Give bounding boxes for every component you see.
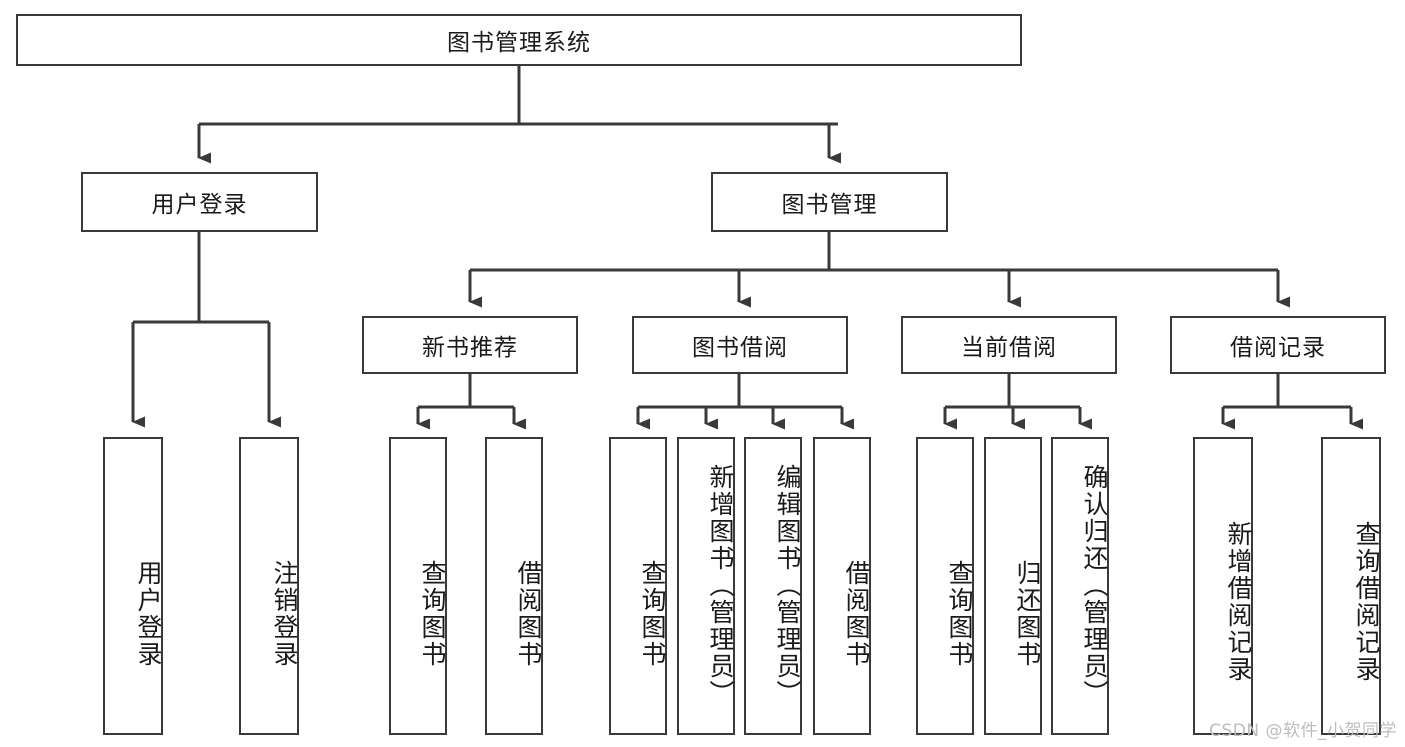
leaf-user-login-login[interactable]: 用户登录	[103, 437, 163, 735]
csdn-watermark: CSDN @软件_小贺同学	[1209, 721, 1397, 741]
node-label: 新增图书（管理员）	[706, 463, 735, 707]
leaf-record-add-record[interactable]: 新增借阅记录	[1193, 437, 1253, 735]
leaf-user-login-logout[interactable]: 注销登录	[239, 437, 299, 735]
node-label: 借阅图书	[842, 560, 871, 668]
node-label: 注销登录	[270, 560, 299, 668]
node-label: 借阅图书	[514, 560, 543, 668]
node-label: 编辑图书（管理员）	[773, 463, 802, 707]
node-book-borrow[interactable]: 图书借阅	[632, 316, 848, 374]
node-label: 图书管理	[781, 192, 878, 218]
node-label: 新增借阅记录	[1224, 521, 1253, 683]
node-label: 查询借阅记录	[1352, 521, 1381, 683]
node-label: 查询图书	[945, 560, 974, 668]
node-label: 归还图书	[1013, 560, 1042, 668]
node-user-login[interactable]: 用户登录	[81, 172, 318, 232]
leaf-record-query-record[interactable]: 查询借阅记录	[1321, 437, 1381, 735]
leaf-current-return-book[interactable]: 归还图书	[984, 437, 1042, 735]
leaf-borrow-add-book-admin[interactable]: 新增图书（管理员）	[677, 437, 735, 735]
node-label: 查询图书	[418, 560, 447, 668]
node-new-book-recommend[interactable]: 新书推荐	[362, 316, 578, 374]
node-label: 借阅记录	[1230, 335, 1326, 361]
leaf-recommend-query-book[interactable]: 查询图书	[389, 437, 447, 735]
leaf-current-query-book[interactable]: 查询图书	[916, 437, 974, 735]
node-book-management[interactable]: 图书管理	[711, 172, 948, 232]
node-label: 确认归还（管理员）	[1080, 463, 1109, 707]
node-borrow-record[interactable]: 借阅记录	[1170, 316, 1386, 374]
node-label: 用户登录	[134, 560, 163, 668]
node-label: 图书借阅	[692, 335, 788, 361]
node-label: 新书推荐	[422, 335, 518, 361]
node-root-system[interactable]: 图书管理系统	[16, 14, 1022, 66]
leaf-borrow-query-book[interactable]: 查询图书	[609, 437, 667, 735]
node-label: 当前借阅	[961, 335, 1057, 361]
node-label: 用户登录	[151, 192, 248, 218]
node-current-borrow[interactable]: 当前借阅	[901, 316, 1117, 374]
leaf-current-confirm-return-admin[interactable]: 确认归还（管理员）	[1051, 437, 1109, 735]
leaf-recommend-borrow-book[interactable]: 借阅图书	[485, 437, 543, 735]
node-label: 图书管理系统	[447, 30, 591, 56]
node-label: 查询图书	[638, 560, 667, 668]
leaf-borrow-edit-book-admin[interactable]: 编辑图书（管理员）	[744, 437, 802, 735]
leaf-borrow-borrow-book[interactable]: 借阅图书	[813, 437, 871, 735]
